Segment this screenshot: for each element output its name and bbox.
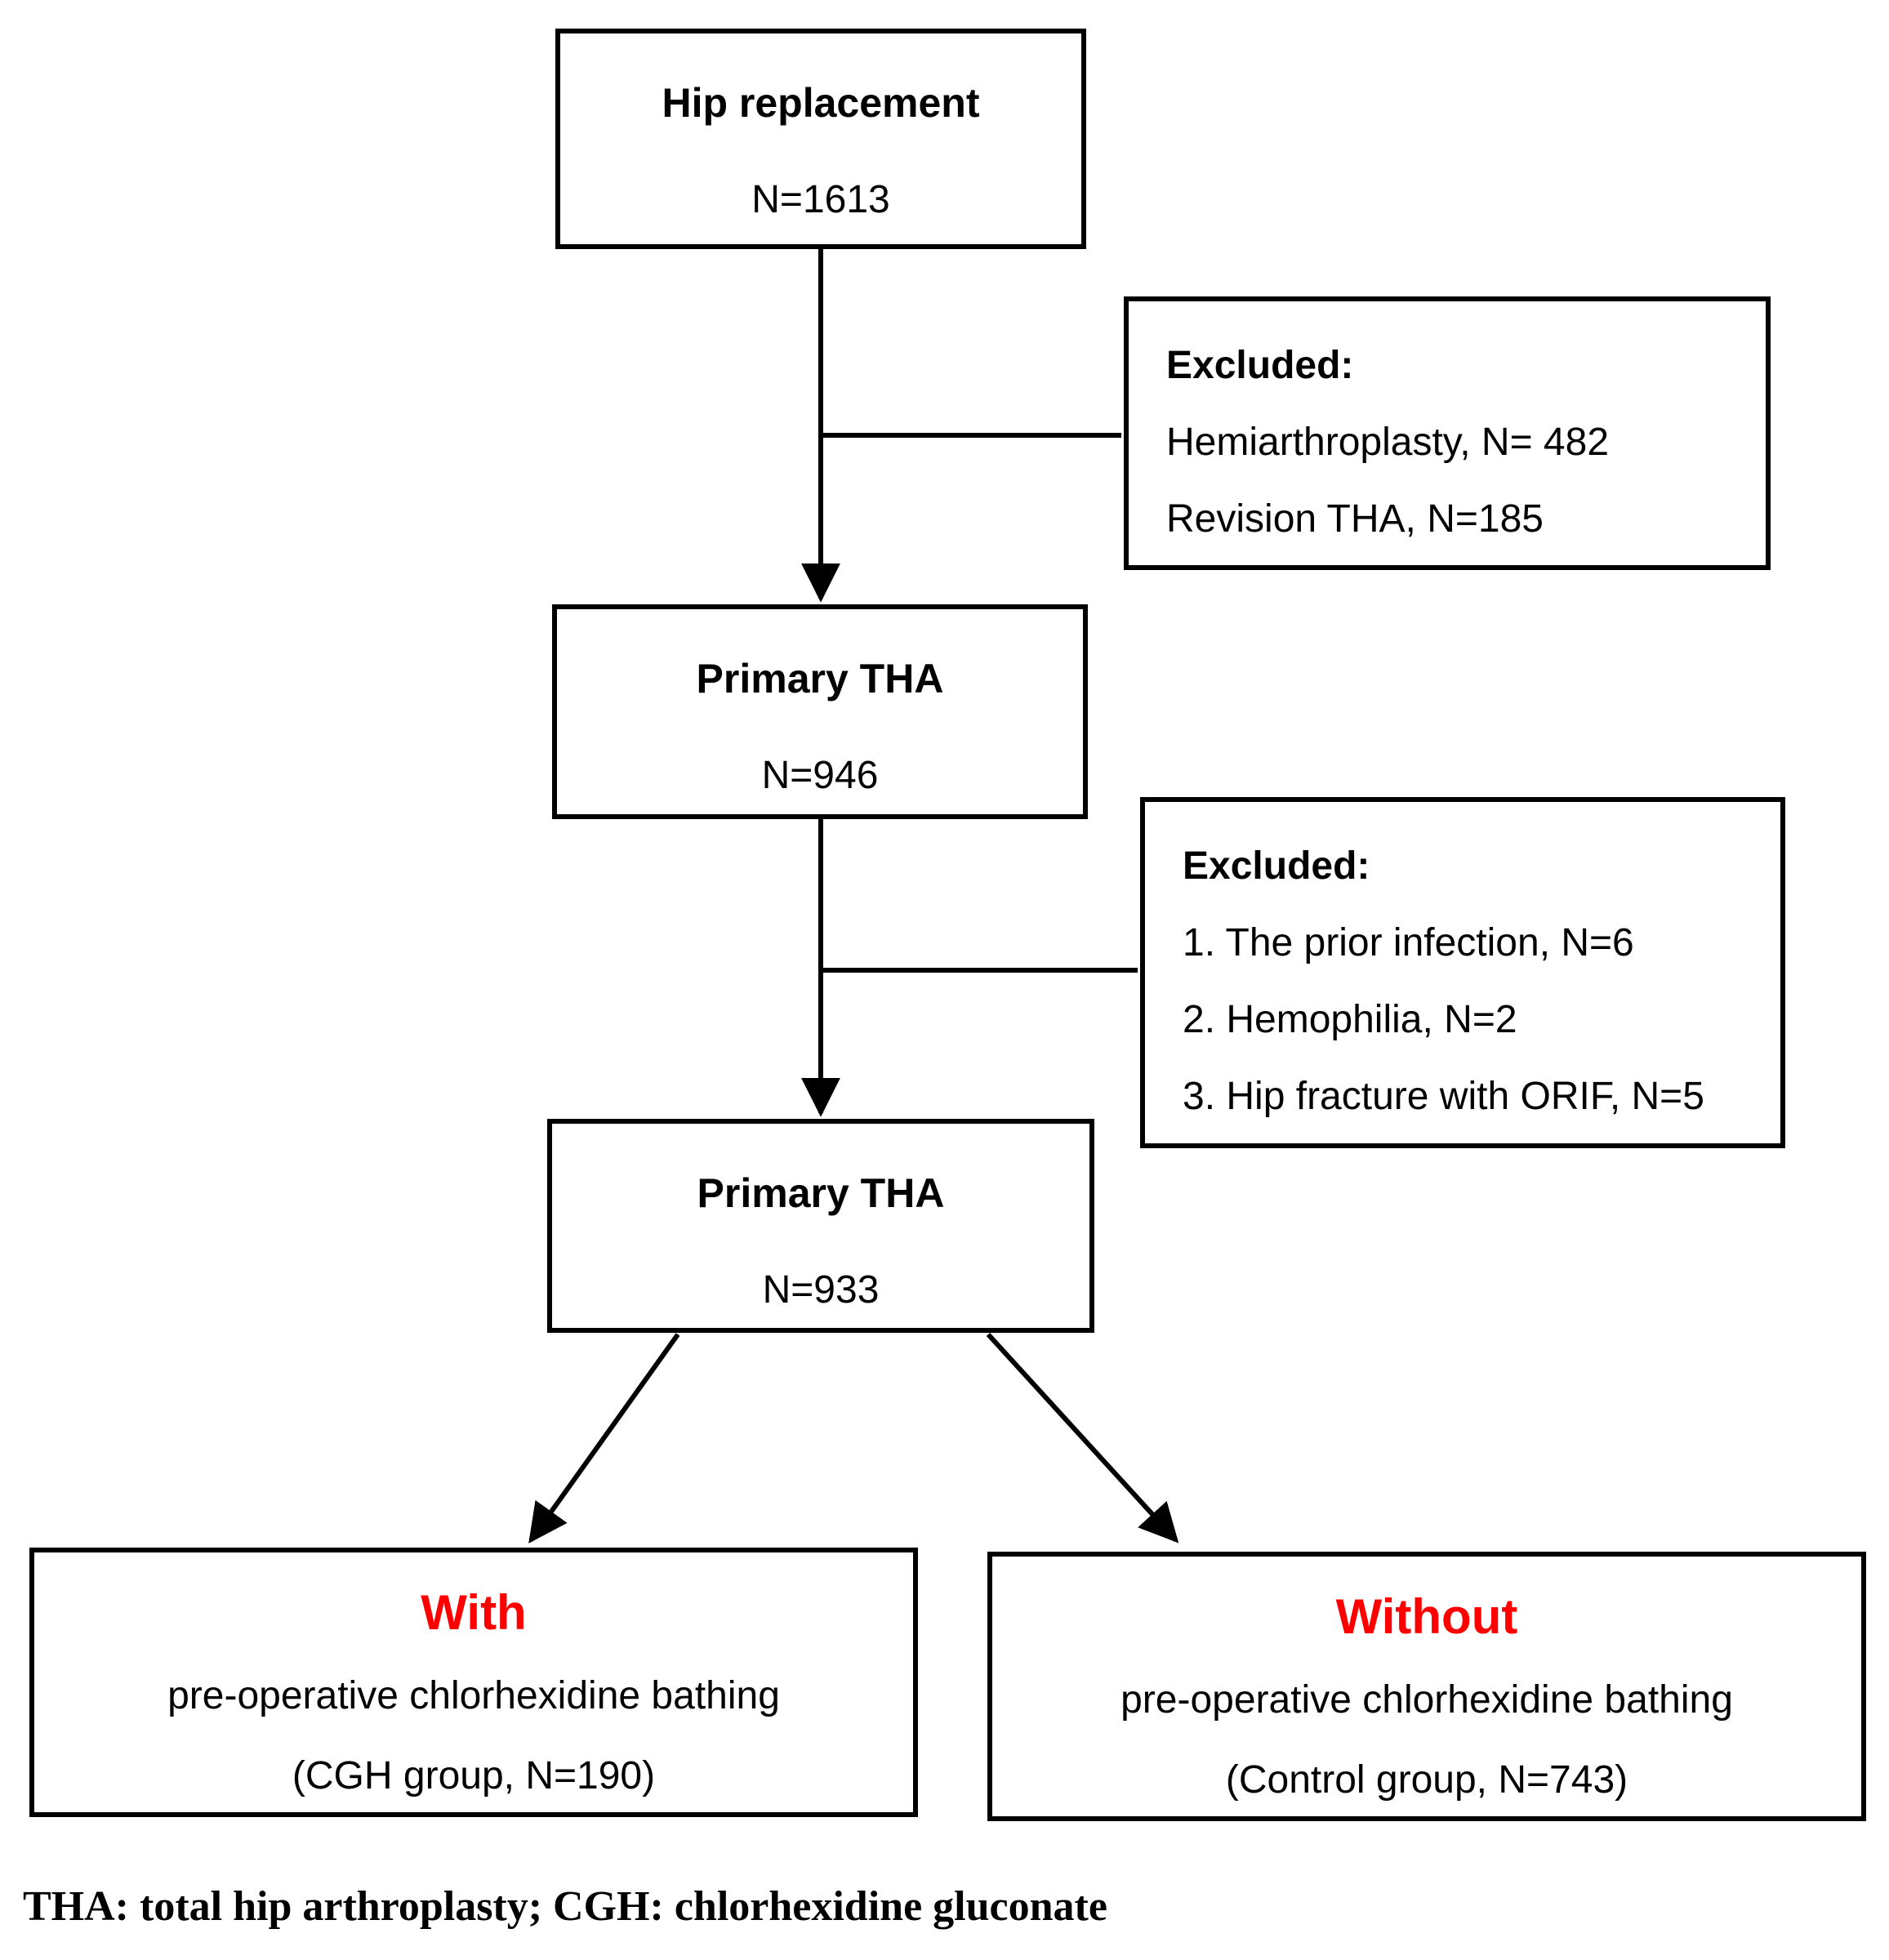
excluded-box-1: Excluded: Hemiarthroplasty, N= 482 Revis…: [1124, 296, 1771, 570]
excluded-1-item-hemiarthroplasty: Hemiarthroplasty, N= 482: [1166, 421, 1610, 464]
primary-tha-946-box: Primary THA N=946: [552, 604, 1088, 819]
cgh-group-box: With pre-operative chlorhexidine bathing…: [29, 1548, 918, 1817]
excluded-2-heading: Excluded:: [1183, 844, 1370, 888]
abbreviations-footnote: THA: total hip arthroplasty; CGH: chlorh…: [23, 1883, 1107, 1930]
hip-replacement-title: Hip replacement: [662, 80, 980, 126]
excluded-2-item-prior-infection: 1. The prior infection, N=6: [1183, 921, 1634, 964]
cgh-group-keyword: With: [421, 1585, 527, 1640]
primary-tha-946-title: Primary THA: [696, 656, 944, 702]
primary-tha-946-count: N=946: [761, 754, 879, 797]
control-group-keyword: Without: [1335, 1589, 1518, 1644]
cgh-group-label: (CGH group, N=190): [292, 1754, 656, 1797]
primary-tha-933-title: Primary THA: [697, 1170, 945, 1216]
arrow-primary2-to-with: [528, 1333, 680, 1544]
hip-replacement-box: Hip replacement N=1613: [555, 29, 1086, 249]
control-group-label: (Control group, N=743): [1225, 1758, 1628, 1802]
hip-replacement-count: N=1613: [751, 178, 890, 221]
control-group-box: Without pre-operative chlorhexidine bath…: [987, 1552, 1866, 1821]
excluded-2-item-hemophilia: 2. Hemophilia, N=2: [1183, 998, 1517, 1041]
control-group-description: pre-operative chlorhexidine bathing: [1120, 1678, 1733, 1722]
excluded-2-item-hip-fracture-orif: 3. Hip fracture with ORIF, N=5: [1183, 1075, 1704, 1118]
arrow-primary2-to-without: [986, 1332, 1179, 1544]
excluded-1-item-revision-tha: Revision THA, N=185: [1166, 497, 1544, 541]
primary-tha-933-count: N=933: [762, 1268, 880, 1312]
cgh-group-description: pre-operative chlorhexidine bathing: [167, 1674, 780, 1717]
excluded-box-2: Excluded: 1. The prior infection, N=6 2.…: [1140, 797, 1785, 1148]
primary-tha-933-box: Primary THA N=933: [547, 1119, 1094, 1333]
excluded-1-heading: Excluded:: [1166, 344, 1354, 387]
